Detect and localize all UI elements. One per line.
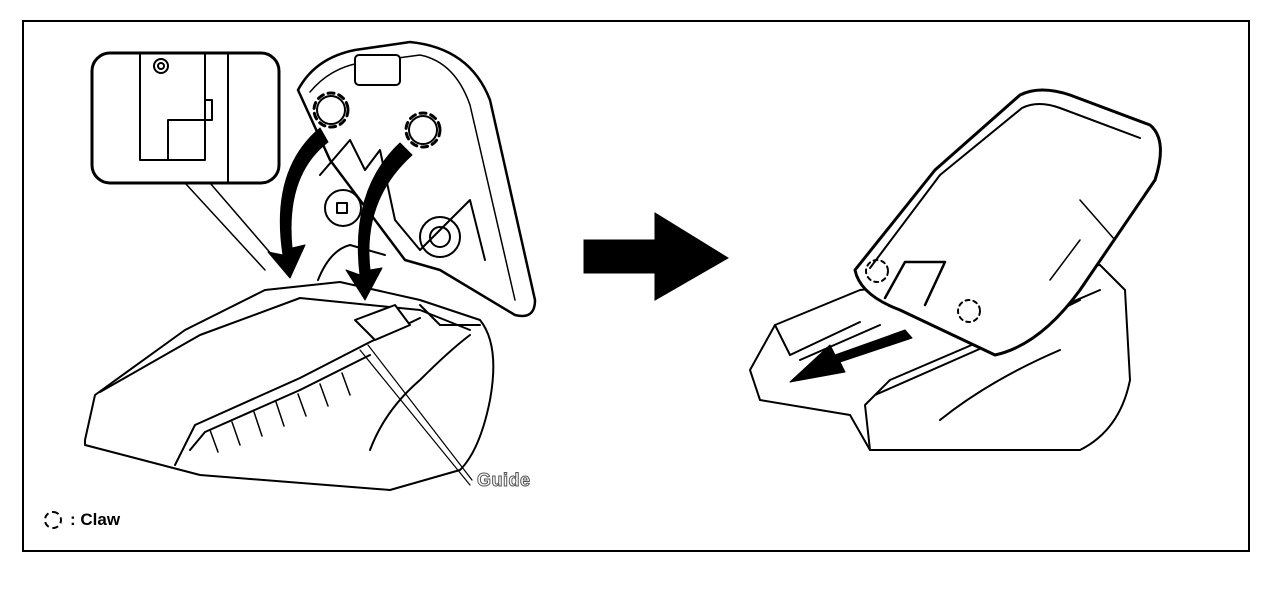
legend: : Claw [44, 510, 120, 530]
arrow-lid-rotate-left [267, 127, 329, 279]
dashed-circle-icon [44, 511, 62, 529]
console-lid-open [296, 40, 537, 318]
left-illustration [84, 40, 537, 491]
guide-leader [359, 344, 473, 486]
zoom-inset [90, 51, 281, 185]
transition-arrow [583, 212, 729, 301]
arrow-slide-left [789, 329, 913, 383]
legend-claw-text: : Claw [70, 510, 121, 529]
guide-label: Guide [477, 470, 531, 491]
right-illustration [749, 88, 1162, 451]
arrow-lid-rotate-right [345, 142, 413, 301]
